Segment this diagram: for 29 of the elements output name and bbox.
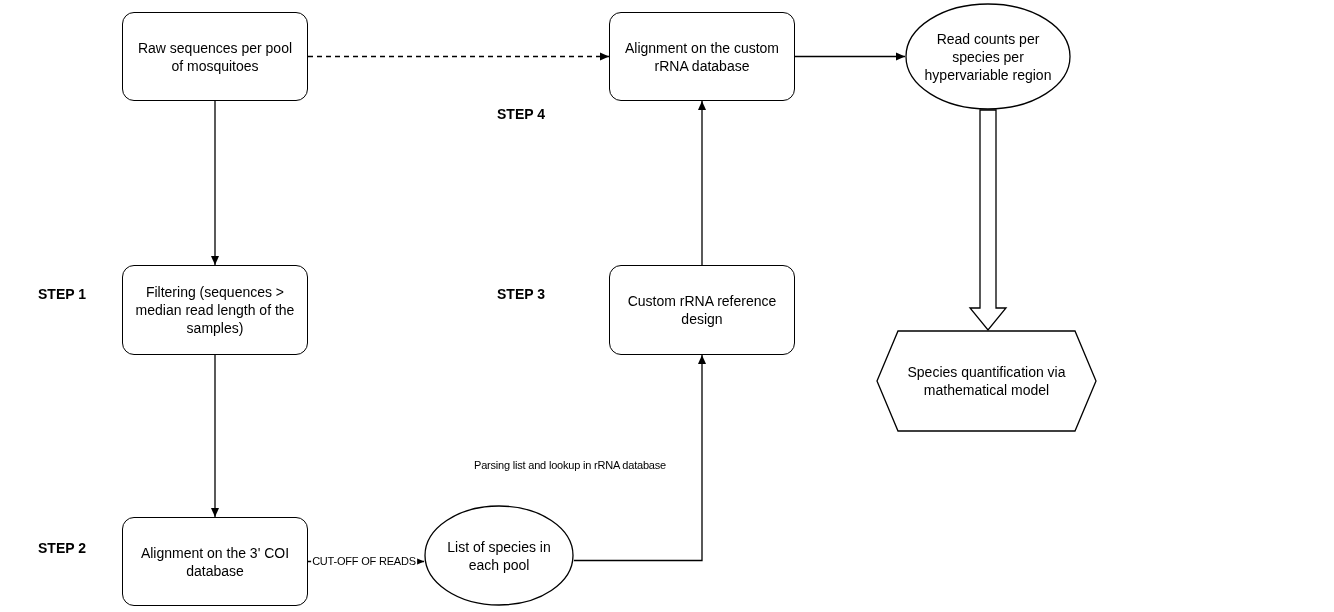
arrow <box>307 52 610 61</box>
arrow <box>573 354 706 562</box>
node-text: Custom rRNA reference design <box>626 292 778 328</box>
node-text: Species quantification via mathematical model <box>906 363 1067 399</box>
node-text: Filtering (sequences > median read length of the samples) <box>134 283 296 337</box>
edge-label: CUT-OFF OF READS <box>311 555 417 567</box>
edge-label: Parsing list and lookup in rRNA database <box>473 459 667 471</box>
arrow <box>698 100 706 266</box>
node-text: Raw sequences per pool of mosquitoes <box>136 38 294 75</box>
hexagon-node <box>876 330 1097 432</box>
ellipse-node <box>905 3 1071 110</box>
ellipse-node <box>424 505 574 606</box>
process-box <box>609 265 795 355</box>
node-text: Alignment on the 3' COI database <box>139 543 291 580</box>
step-label: STEP 3 <box>497 285 545 304</box>
node-text: Read counts per species per hypervariable region <box>923 29 1053 84</box>
step-label: STEP 4 <box>497 105 545 124</box>
step-label: STEP 1 <box>38 285 86 304</box>
step-label: STEP 2 <box>38 539 86 558</box>
process-box <box>609 12 795 101</box>
arrow <box>211 100 219 266</box>
process-box <box>122 517 308 606</box>
process-box <box>122 265 308 355</box>
arrow <box>794 52 906 61</box>
arrow <box>211 354 219 518</box>
process-box <box>122 12 308 101</box>
node-text: Alignment on the custom rRNA database <box>623 38 781 75</box>
hollow-arrow <box>968 109 1008 332</box>
node-text: List of species in each pool <box>446 537 552 574</box>
